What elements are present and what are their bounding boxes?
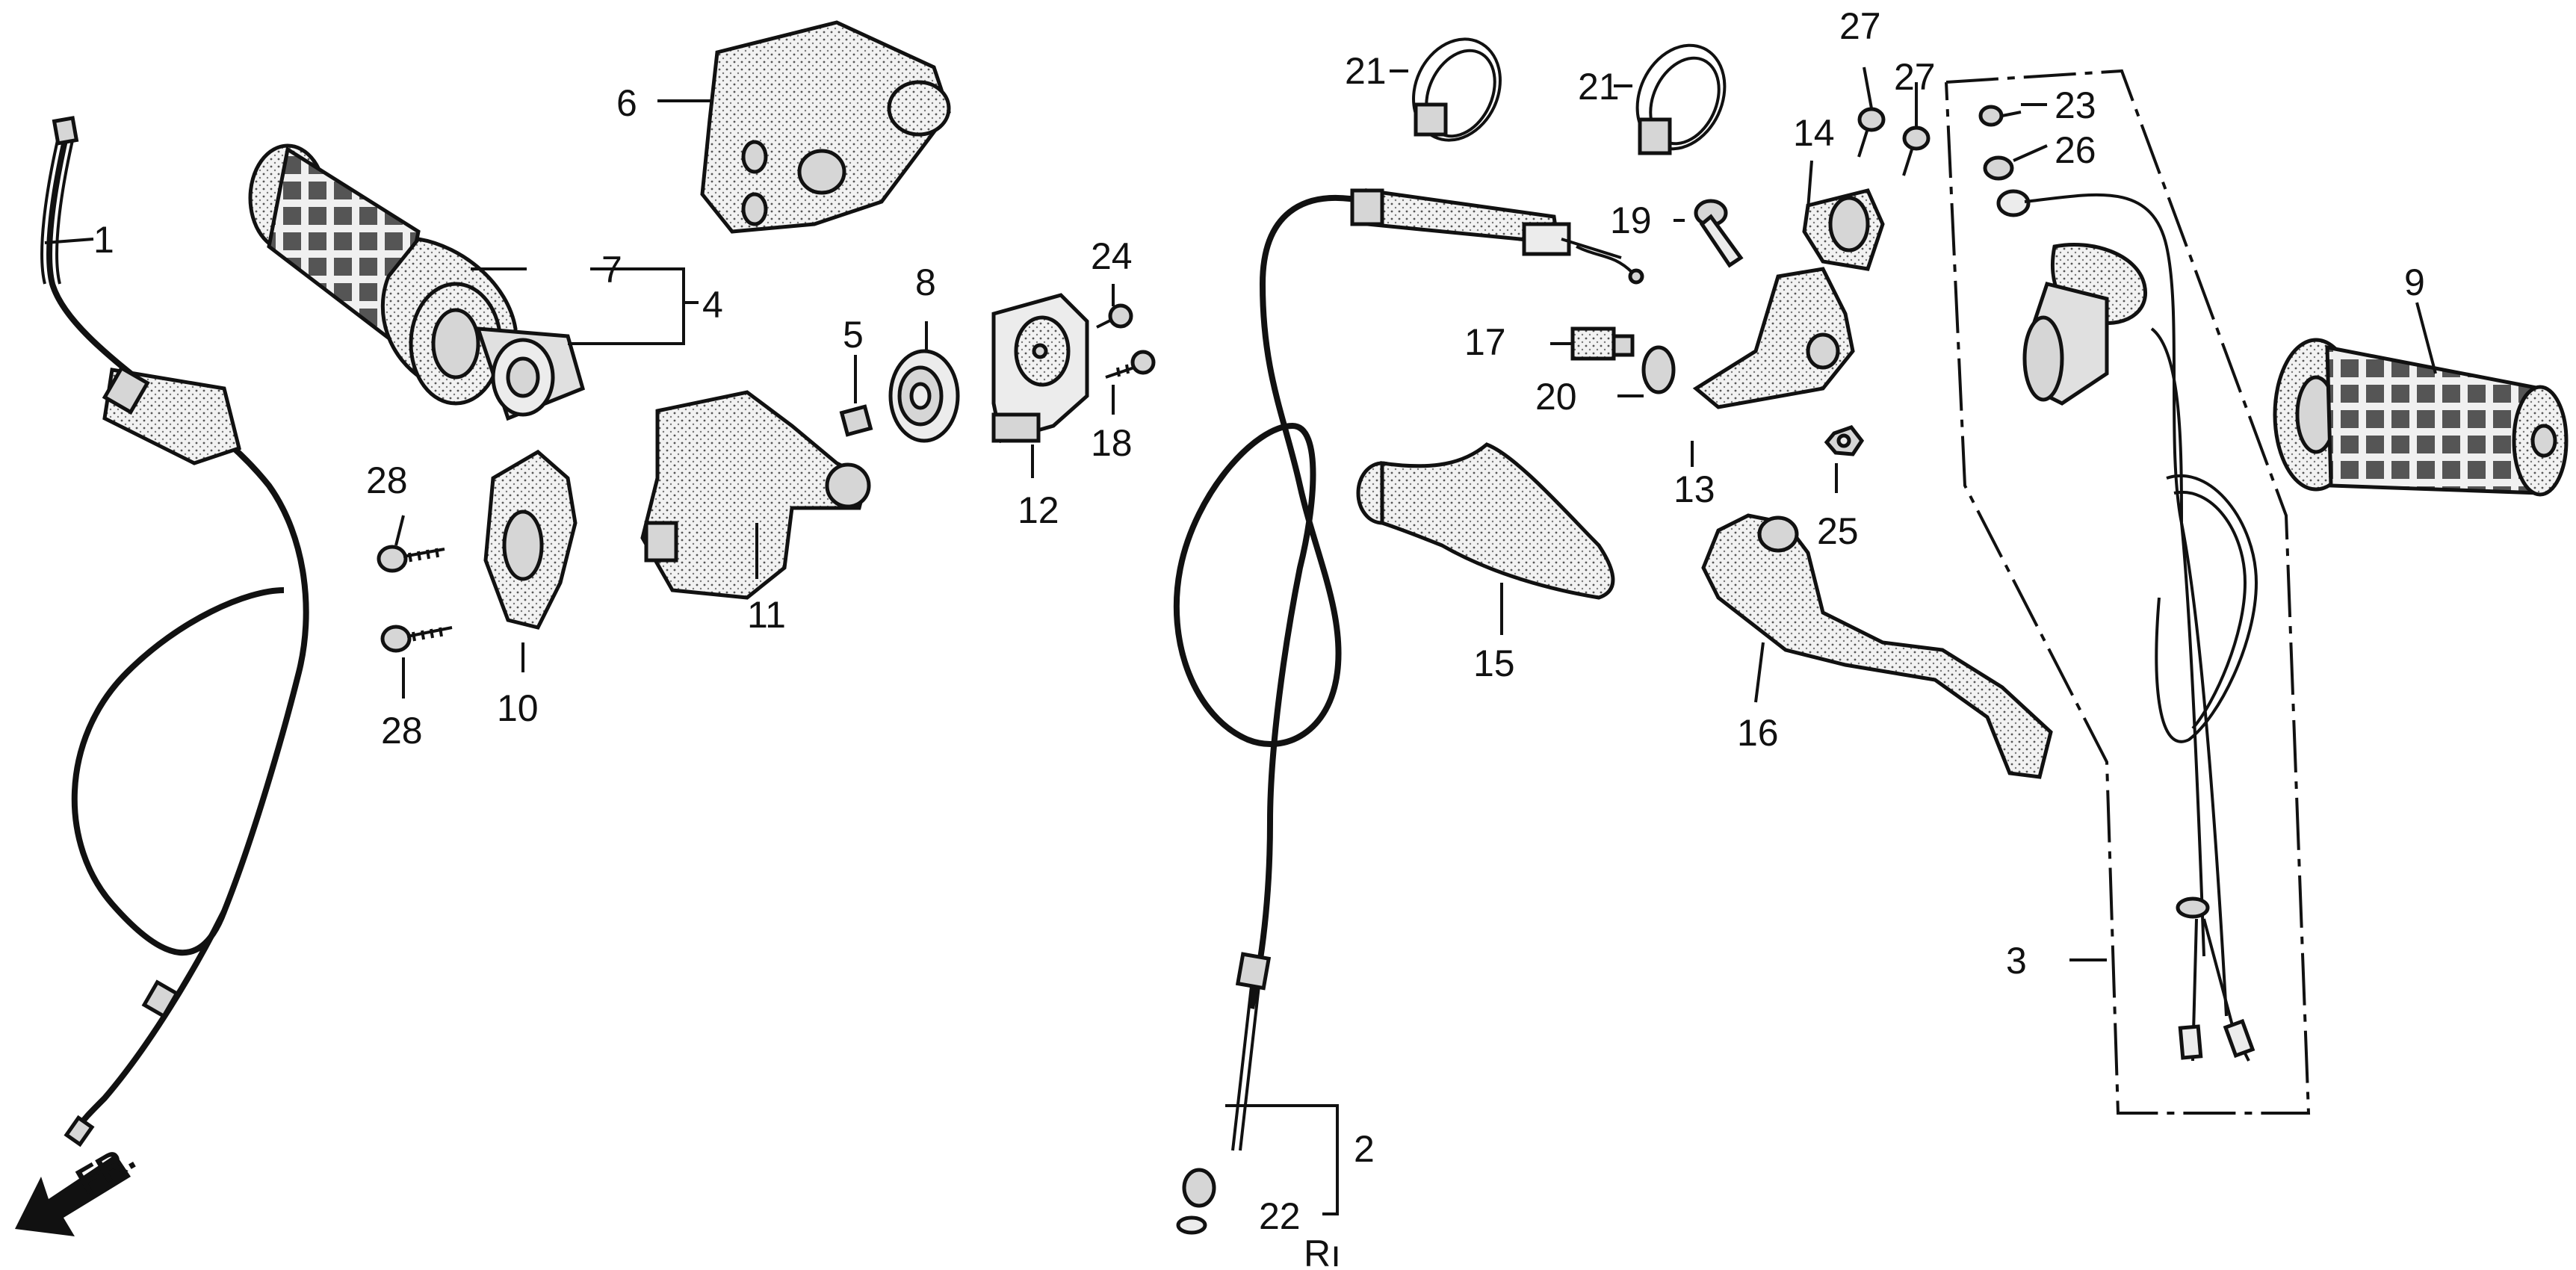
- lock-nut: [1641, 345, 1676, 394]
- callout-23: 23: [2055, 84, 2096, 126]
- leader-lines: [44, 66, 2437, 961]
- corner-mark: Rı: [1304, 1233, 1341, 1270]
- callout-8: 8: [915, 261, 936, 303]
- grip-clamp: [483, 449, 578, 630]
- lever-bracket: [1692, 267, 1855, 409]
- hand-grip: [2273, 338, 2569, 497]
- callout-25: 25: [1817, 510, 1859, 552]
- callout-12: 12: [1018, 489, 1059, 531]
- pulley: [888, 349, 960, 443]
- callout-21-right: 21: [1578, 66, 1620, 108]
- lever-boot: [1356, 442, 1615, 600]
- callout-28-lower: 28: [381, 710, 423, 752]
- callout-1: 1: [93, 219, 114, 261]
- bolt-28-upper: [377, 545, 445, 573]
- callout-11: 11: [747, 594, 786, 636]
- throttle-cable: [40, 116, 309, 1147]
- screw-18: [1105, 350, 1156, 379]
- callout-2: 2: [1354, 1128, 1375, 1170]
- screw-24: [1096, 303, 1133, 329]
- callout-18: 18: [1091, 422, 1133, 464]
- callout-22: 22: [1259, 1195, 1301, 1237]
- nut-25: [1824, 425, 1865, 456]
- callout-14: 14: [1793, 112, 1835, 154]
- throttle-housing-lower: [640, 390, 871, 600]
- callout-15: 15: [1473, 642, 1515, 684]
- throttle-grip: [248, 143, 586, 421]
- callout-7: 7: [601, 249, 622, 291]
- callout-27-right: 27: [1894, 56, 1936, 98]
- screw-27-right: [1902, 126, 1931, 176]
- callout-6: 6: [616, 82, 637, 124]
- callout-28-upper: 28: [366, 459, 408, 501]
- callout-20: 20: [1535, 376, 1577, 418]
- bolt-28-lower: [380, 625, 453, 653]
- callout-21-left: 21: [1345, 50, 1387, 92]
- callout-16: 16: [1737, 712, 1779, 754]
- clutch-cable: [1173, 188, 1644, 1235]
- callout-24: 24: [1091, 235, 1133, 277]
- callout-4: 4: [702, 284, 723, 326]
- callout-5: 5: [843, 314, 864, 356]
- bracket-4: [568, 267, 685, 345]
- throttle-cover: [991, 293, 1089, 444]
- band-21-right: [1635, 43, 1727, 155]
- callout-27-left: 27: [1839, 5, 1881, 47]
- callout-17: 17: [1464, 321, 1506, 363]
- bracket-2: [1225, 1104, 1339, 1215]
- direction-arrow-icon: [15, 1154, 131, 1236]
- callout-19: 19: [1610, 199, 1652, 241]
- adjusting-bolt: [1570, 326, 1635, 361]
- callout-9: 9: [2404, 261, 2425, 303]
- callout-3: 3: [2006, 940, 2027, 982]
- band-21-left: [1412, 37, 1502, 142]
- lever-holder: [1802, 188, 1885, 271]
- screw-27-left: [1857, 107, 1886, 158]
- clutch-lever: [1701, 513, 2053, 779]
- cable-adjuster: [1694, 199, 1744, 268]
- callout-13: 13: [1674, 468, 1715, 510]
- callout-26: 26: [2055, 129, 2096, 171]
- collar: [839, 404, 873, 437]
- switch-assembly: [1945, 69, 2311, 1115]
- throttle-housing-upper: [700, 20, 951, 234]
- callout-10: 10: [497, 687, 539, 729]
